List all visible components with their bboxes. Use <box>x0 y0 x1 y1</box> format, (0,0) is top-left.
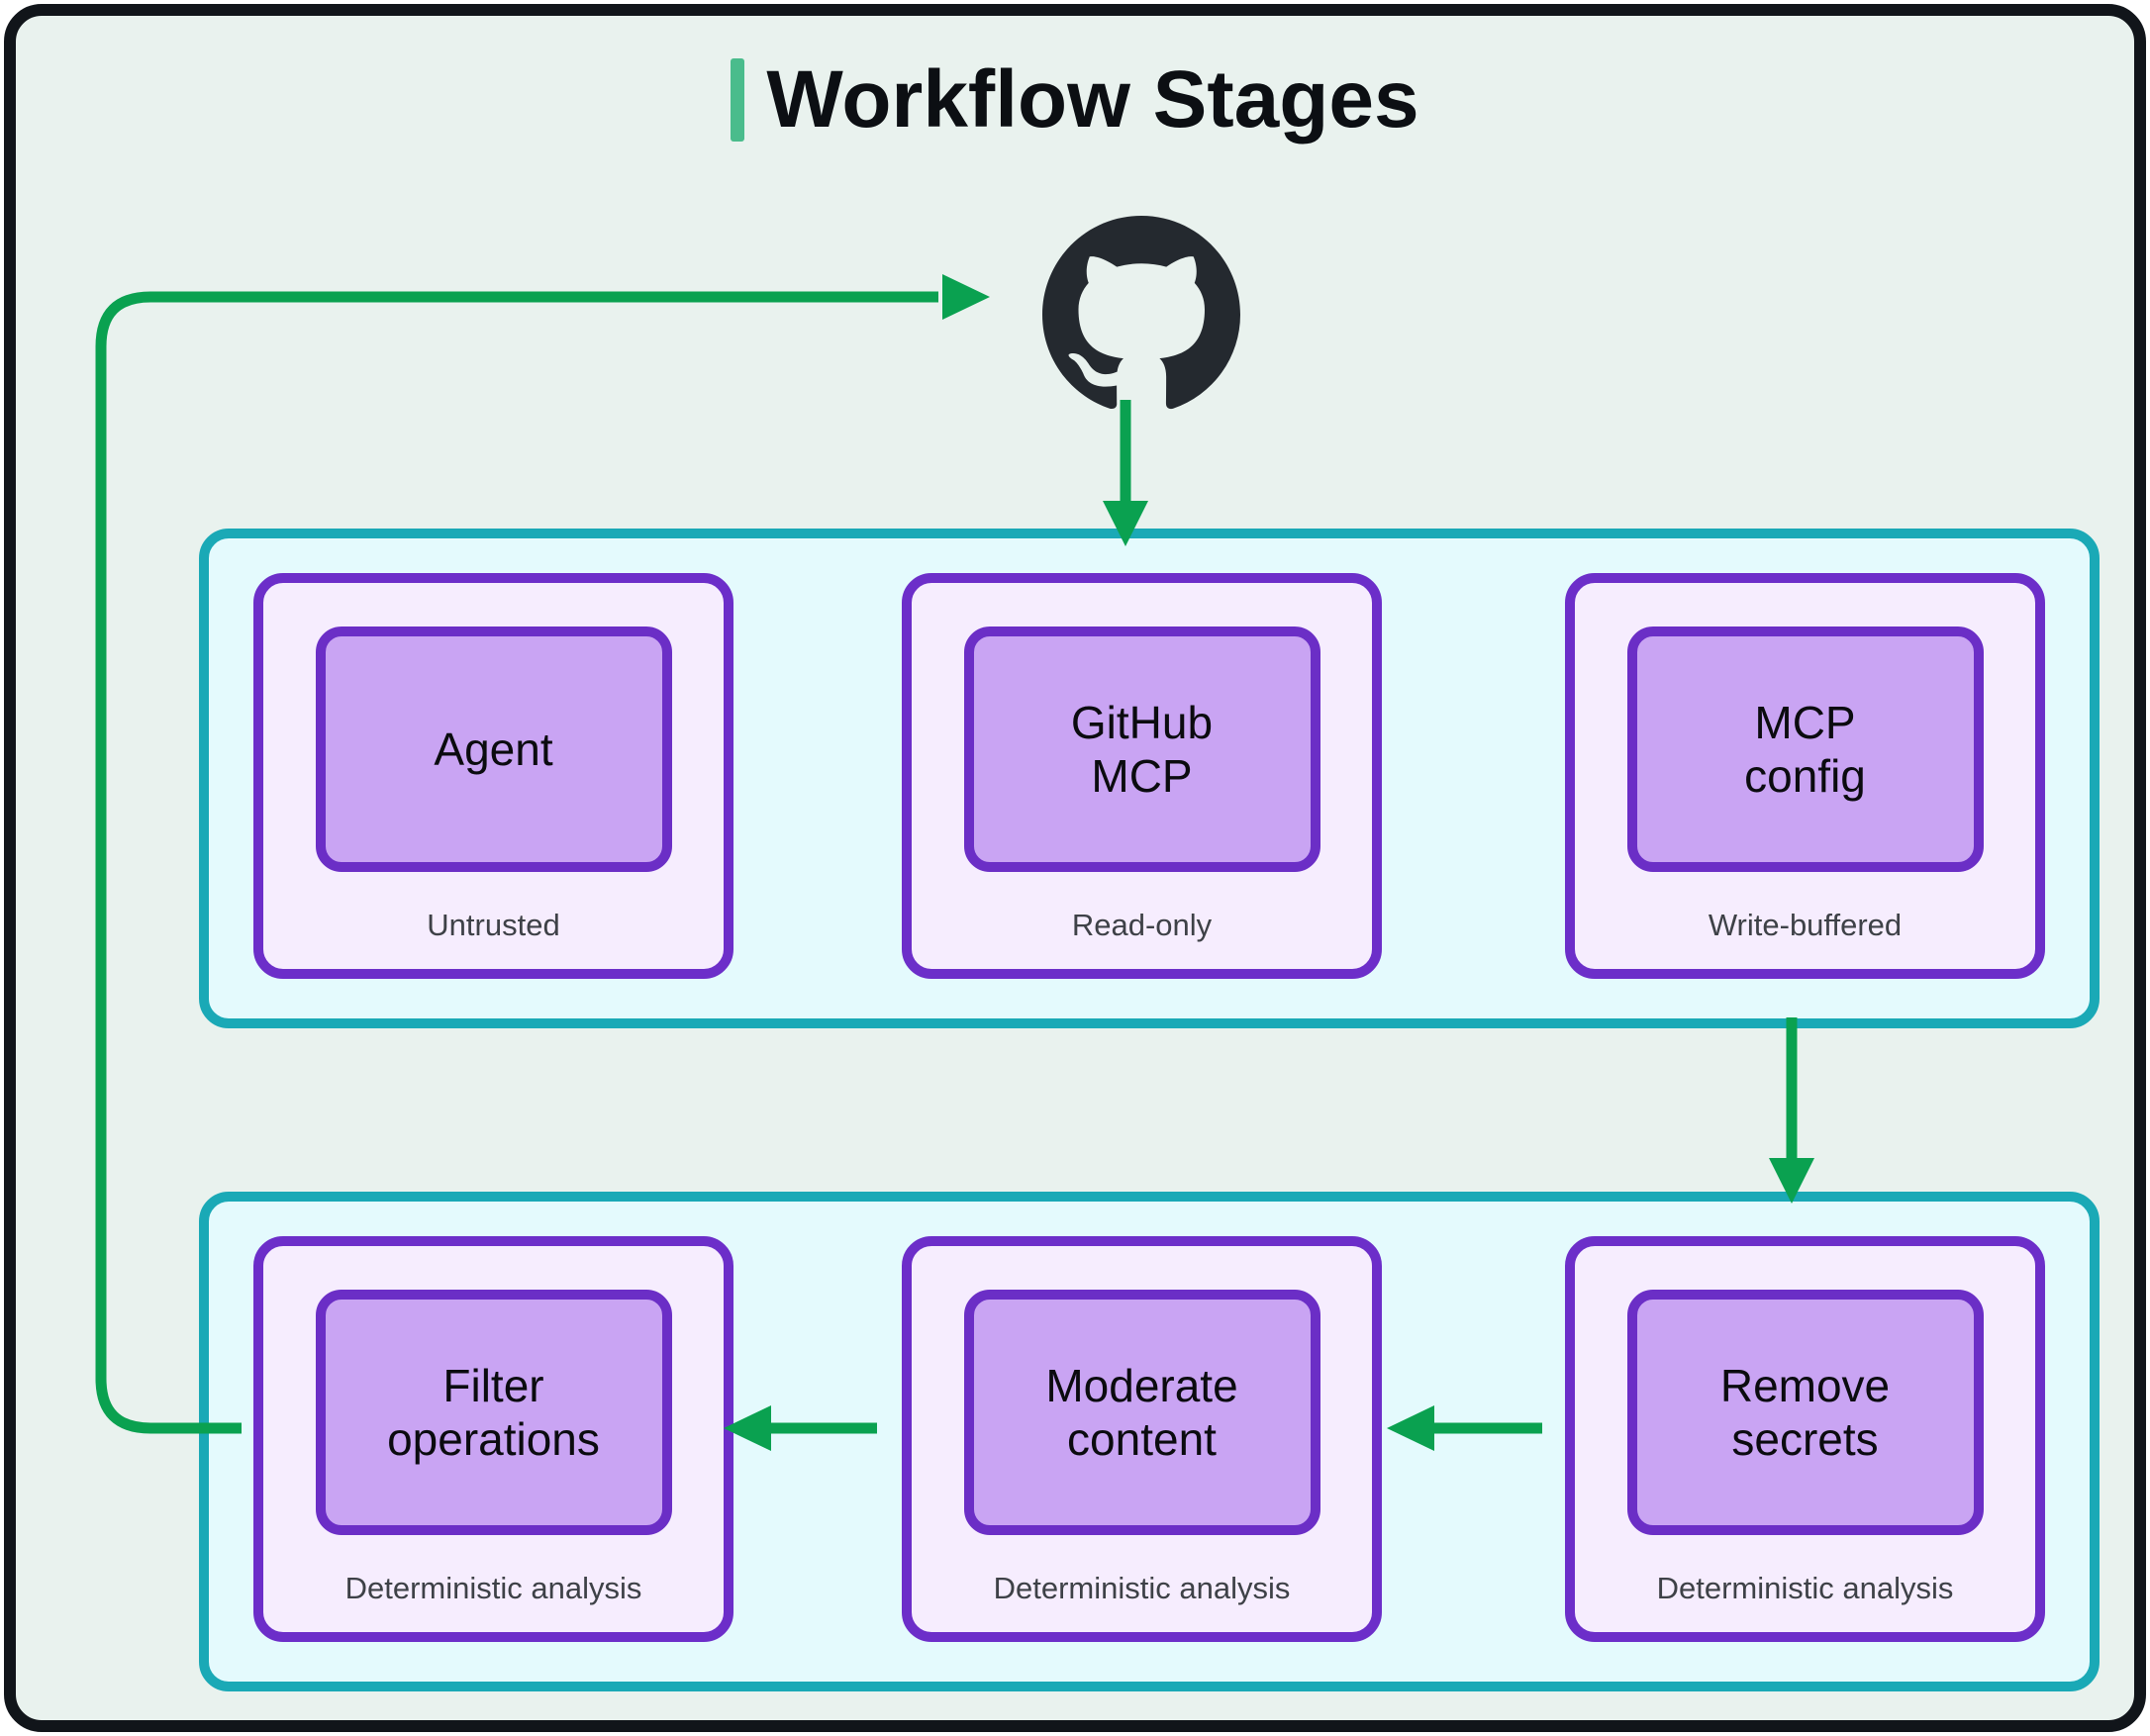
node-label: MCP config <box>1744 696 1866 802</box>
node-remove-secrets-core: Remove secrets <box>1626 1290 1984 1535</box>
node-sublabel: Deterministic analysis <box>993 1571 1291 1605</box>
diagram-header: Workflow Stages <box>16 54 2134 145</box>
node-label: Remove secrets <box>1719 1359 1891 1465</box>
node-moderate-content: Moderate content Deterministic analysis <box>902 1236 1382 1642</box>
node-sublabel: Write-buffered <box>1708 908 1903 942</box>
node-sublabel: Untrusted <box>427 908 560 942</box>
node-mcp-config: MCP config Write-buffered <box>1565 573 2045 979</box>
github-octocat-icon <box>1042 216 1240 410</box>
page-title: Workflow Stages <box>766 54 1419 145</box>
node-github-mcp: GitHub MCP Read-only <box>902 573 1382 979</box>
node-label: Agent <box>434 723 553 775</box>
title-accent-bar <box>731 58 745 143</box>
node-sublabel: Read-only <box>1071 908 1213 942</box>
node-moderate-content-core: Moderate content <box>963 1290 1320 1535</box>
node-github-mcp-core: GitHub MCP <box>963 627 1320 872</box>
node-mcp-config-core: MCP config <box>1626 627 1984 872</box>
node-agent: Agent Untrusted <box>253 573 733 979</box>
node-label: GitHub MCP <box>1070 696 1214 802</box>
diagram-frame: Workflow Stages Agent Untrusted GitHub M… <box>4 4 2146 1732</box>
node-label: Filter operations <box>387 1359 600 1465</box>
stage-container-source: Agent Untrusted GitHub MCP Read-only MCP… <box>199 529 2100 1028</box>
node-sublabel: Deterministic analysis <box>344 1571 642 1605</box>
stage-container-analysis: Filter operations Deterministic analysis… <box>199 1192 2100 1691</box>
node-sublabel: Deterministic analysis <box>1656 1571 1954 1605</box>
node-agent-core: Agent <box>315 627 672 872</box>
node-remove-secrets: Remove secrets Deterministic analysis <box>1565 1236 2045 1642</box>
node-label: Moderate content <box>1045 1359 1238 1465</box>
node-filter-operations: Filter operations Deterministic analysis <box>253 1236 733 1642</box>
node-filter-operations-core: Filter operations <box>315 1290 672 1535</box>
